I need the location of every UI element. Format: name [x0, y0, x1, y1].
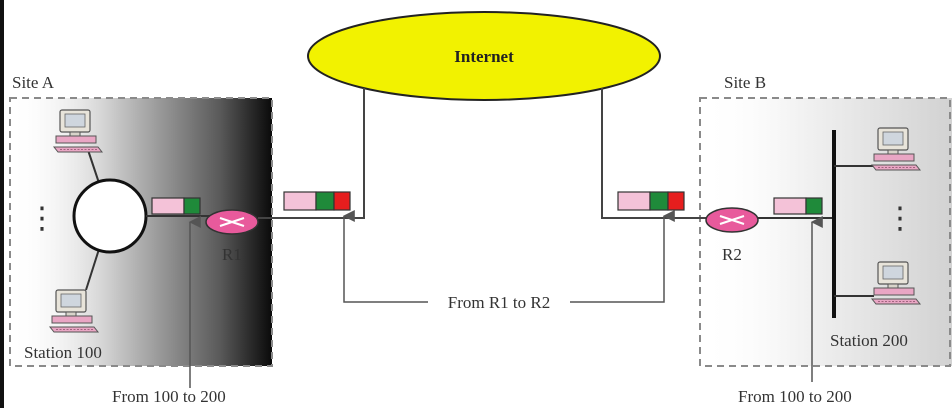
internet-cloud: Internet: [307, 11, 661, 101]
packet-data-block: [773, 197, 807, 215]
arrow-outer-right: [570, 210, 675, 303]
router-arrows: [719, 215, 745, 225]
site-a-border: [9, 97, 273, 367]
packet-header-red: [667, 191, 685, 211]
packet-header-red: [333, 191, 351, 211]
site-b-border: [699, 97, 951, 367]
link-pc-top-ring: [87, 149, 101, 187]
cloud-icon: [307, 11, 661, 101]
r2-label: R2: [722, 245, 742, 264]
packet-header-green: [649, 191, 669, 211]
router-arrows: [219, 217, 245, 227]
site-b-shading: [700, 98, 952, 366]
site-b: Site B: [699, 73, 952, 367]
site-a-network: ⋮ Station 100: [24, 109, 214, 362]
ellipsis-right: ⋮: [885, 201, 915, 236]
annotation-outer: From R1 to R2: [448, 293, 551, 312]
site-b-network: ⋮ Station 200: [758, 127, 921, 350]
router-r2: R2: [705, 207, 759, 264]
annotation-inner-right: From 100 to 200: [738, 387, 852, 406]
link-r1-internet: [258, 88, 365, 219]
site-b-label: Site B: [724, 73, 766, 92]
r1-label: R1: [222, 245, 242, 264]
packet-outer-2: [617, 191, 685, 211]
ring-network-icon: [72, 178, 148, 254]
packet-data-block: [283, 191, 317, 211]
annotation-inner-left: From 100 to 200: [112, 387, 226, 406]
packet-header-green: [805, 197, 823, 215]
internet-label: Internet: [454, 47, 514, 66]
site-a-label: Site A: [12, 73, 55, 92]
packet-inner-a: From 100 to 200: [112, 197, 226, 406]
packet-data-block: [151, 197, 185, 215]
link-pc-bottom-ring: [85, 245, 101, 291]
ellipsis-left: ⋮: [27, 201, 57, 236]
router-r1: R1: [205, 209, 259, 264]
packet-outer-1: [283, 191, 351, 211]
station-100-label: Station 100: [24, 343, 102, 362]
left-edge-bar: [0, 0, 4, 408]
arrow-outer-left: [342, 210, 428, 303]
packet-header-green: [315, 191, 335, 211]
station-200-label: Station 200: [830, 331, 908, 350]
packet-header-green: [183, 197, 201, 215]
outer-annotation: From R1 to R2: [342, 210, 675, 312]
packet-data-block: [617, 191, 651, 211]
packet-inner-b: From 100 to 200: [738, 197, 852, 406]
